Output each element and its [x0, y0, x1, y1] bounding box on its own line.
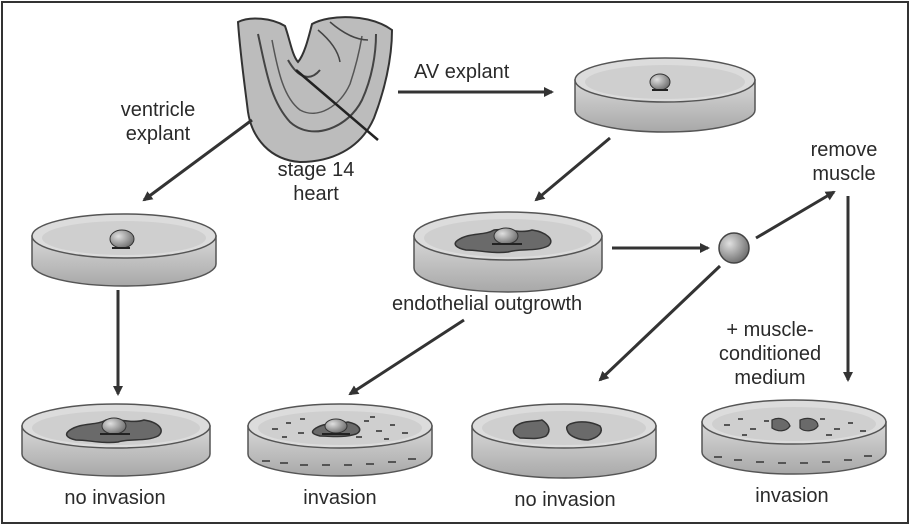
- dish-av-explant: [575, 58, 755, 132]
- arrow-ball-to-remove: [756, 192, 834, 238]
- arrow-av-to-outgrowth: [536, 138, 610, 200]
- heart-label: stage 14 heart: [268, 158, 364, 206]
- muscle-ball: [719, 233, 749, 263]
- ventricle-explant-label: ventricle explant: [110, 98, 206, 146]
- conditioned-medium-label: + muscle- conditioned medium: [700, 318, 840, 390]
- ventricle-explant-line-1: ventricle: [110, 98, 206, 122]
- result-label-4: invasion: [722, 484, 862, 508]
- result-label-3: no invasion: [480, 488, 650, 512]
- remove-muscle-label: remove muscle: [796, 138, 892, 186]
- remove-muscle-line-1: remove: [796, 138, 892, 162]
- arrow-outgrowth-to-invasion: [350, 320, 464, 394]
- dish-result-3: [472, 404, 656, 478]
- av-explant-label: AV explant: [414, 60, 509, 84]
- result-label-2: invasion: [270, 486, 410, 510]
- heart-illustration: [238, 17, 392, 162]
- heart-label-line-2: heart: [268, 182, 364, 206]
- ventricle-explant-line-2: explant: [110, 122, 206, 146]
- dish-result-2: [248, 404, 432, 476]
- conditioned-line-1: + muscle-: [700, 318, 840, 342]
- conditioned-line-3: medium: [700, 366, 840, 390]
- dish-result-4: [702, 400, 886, 474]
- heart-label-line-1: stage 14: [268, 158, 364, 182]
- conditioned-line-2: conditioned: [700, 342, 840, 366]
- dish-result-1: [22, 404, 210, 476]
- result-label-1: no invasion: [30, 486, 200, 510]
- remove-muscle-line-2: muscle: [796, 162, 892, 186]
- endothelial-outgrowth-label: endothelial outgrowth: [392, 292, 582, 316]
- dish-endothelial-outgrowth: [414, 212, 602, 292]
- dish-ventricle-explant: [32, 214, 216, 286]
